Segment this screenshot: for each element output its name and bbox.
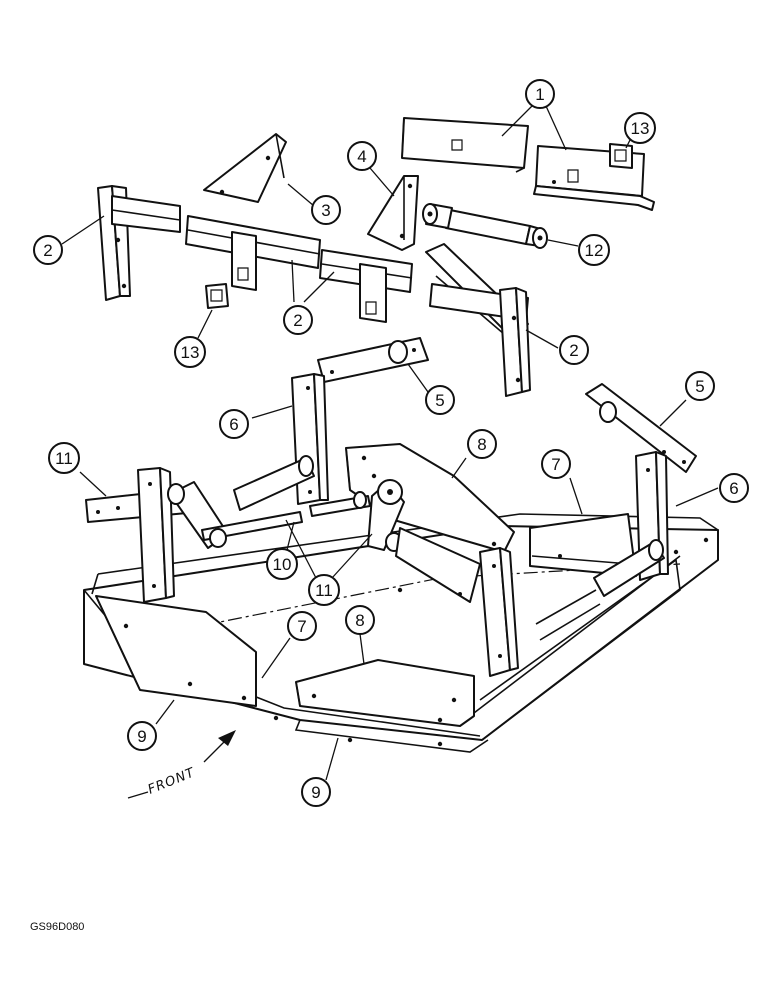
- svg-text:3: 3: [321, 201, 330, 220]
- gusset-plate-part-4: [368, 176, 418, 250]
- callout-11-left: 11: [49, 443, 79, 473]
- shield-plate-part-8-front: [296, 660, 474, 726]
- callout-6-left: 6: [220, 410, 248, 438]
- svg-text:5: 5: [695, 377, 704, 396]
- svg-text:5: 5: [435, 391, 444, 410]
- svg-text:13: 13: [631, 119, 650, 138]
- svg-text:9: 9: [311, 783, 320, 802]
- link-rod-part-10: [202, 492, 370, 547]
- cross-tube-right: [536, 540, 664, 640]
- channel-rail-right-part-2: [426, 244, 530, 396]
- front-label: FRONT: [146, 765, 197, 797]
- svg-text:10: 10: [273, 555, 292, 574]
- svg-text:1: 1: [535, 85, 544, 104]
- callout-13-bottom: 13: [175, 337, 205, 367]
- callout-13-top: 13: [625, 113, 655, 143]
- callout-7-left: 7: [288, 612, 316, 640]
- callout-8-rear: 8: [468, 430, 496, 458]
- callout-4: 4: [348, 142, 376, 170]
- square-nut-part-13-top: [610, 144, 632, 168]
- svg-text:2: 2: [43, 241, 52, 260]
- callout-12: 12: [579, 235, 609, 265]
- channel-rail-middle-part-2: [320, 250, 412, 322]
- leader-lines: [62, 106, 718, 780]
- pivot-plate-part-5-left: [318, 338, 428, 382]
- callout-3: 3: [312, 196, 340, 224]
- callout-10: 10: [267, 549, 297, 579]
- callout-9-right: 9: [302, 778, 330, 806]
- svg-text:12: 12: [585, 241, 604, 260]
- svg-text:11: 11: [315, 581, 333, 600]
- callout-5-right: 5: [686, 372, 714, 400]
- upright-post-center: [480, 548, 518, 676]
- svg-text:6: 6: [729, 479, 738, 498]
- svg-text:11: 11: [55, 449, 73, 468]
- lift-arm-part-11-right: [368, 480, 480, 602]
- shield-plate-part-7-left: [96, 596, 256, 706]
- callout-8-front: 8: [346, 606, 374, 634]
- svg-text:4: 4: [357, 147, 366, 166]
- cross-tube-left: [234, 456, 314, 510]
- svg-text:2: 2: [293, 311, 302, 330]
- svg-text:8: 8: [477, 435, 486, 454]
- pivot-plate-part-5-right: [586, 384, 696, 472]
- figure-code: GS96D080: [30, 921, 84, 933]
- arrow-head-icon: [218, 730, 236, 746]
- callout-5-left: 5: [426, 386, 454, 414]
- callout-2-left: 2: [34, 236, 62, 264]
- gusset-plate-part-3: [204, 134, 286, 202]
- callout-9-left: 9: [128, 722, 156, 750]
- channel-rail-left-part-2: [112, 196, 320, 290]
- svg-text:2: 2: [569, 341, 578, 360]
- callout-1: 1: [526, 80, 554, 108]
- callout-2-right: 2: [560, 336, 588, 364]
- callout-11-center: 11: [309, 575, 339, 605]
- callout-2-middle: 2: [284, 306, 312, 334]
- square-nut-part-13-bottom: [206, 284, 228, 308]
- svg-text:6: 6: [229, 415, 238, 434]
- callout-6-right: 6: [720, 474, 748, 502]
- gas-spring-part-12: [423, 204, 547, 248]
- callout-7-right: 7: [542, 450, 570, 478]
- svg-text:13: 13: [181, 343, 200, 362]
- svg-text:8: 8: [355, 611, 364, 630]
- svg-text:7: 7: [297, 617, 306, 636]
- svg-text:9: 9: [137, 727, 146, 746]
- svg-text:7: 7: [551, 455, 560, 474]
